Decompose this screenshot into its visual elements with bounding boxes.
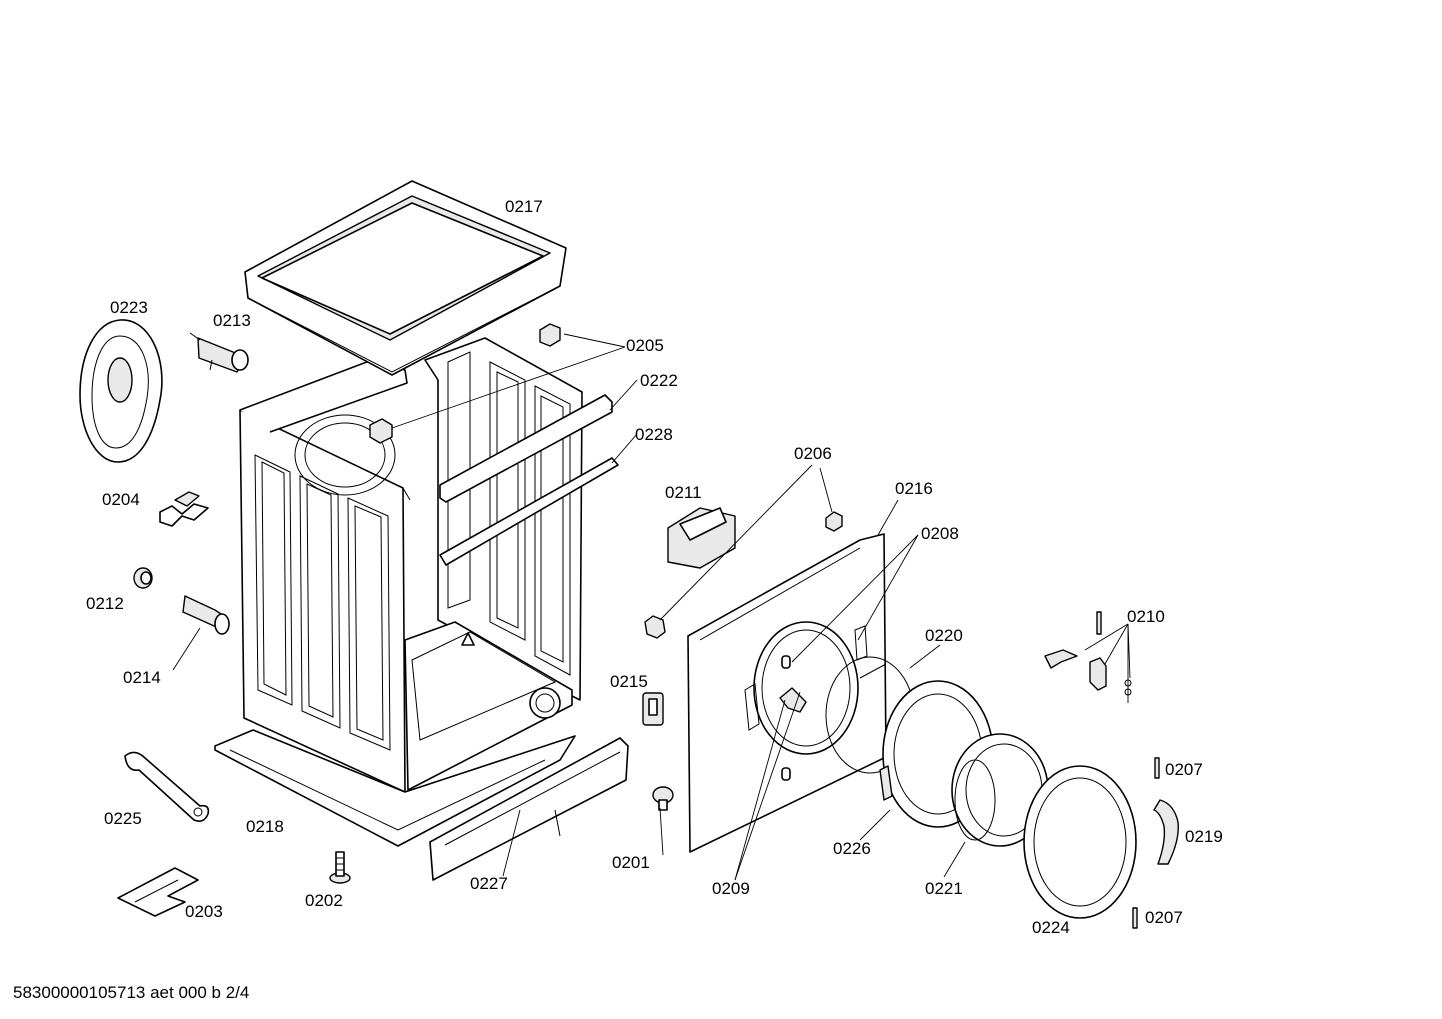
coupling-hose bbox=[189, 332, 249, 373]
label-0212: 0212 bbox=[86, 594, 124, 613]
label-0220: 0220 bbox=[925, 626, 963, 645]
label-0216: 0216 bbox=[895, 479, 933, 498]
label-0201: 0201 bbox=[612, 853, 650, 872]
shim bbox=[117, 867, 199, 917]
plinth-panel bbox=[429, 737, 629, 881]
connector bbox=[182, 595, 230, 635]
label-0207-upper: 0207 bbox=[1165, 760, 1203, 779]
label-0219: 0219 bbox=[1185, 827, 1223, 846]
label-0207-lower: 0207 bbox=[1145, 908, 1183, 927]
foot bbox=[329, 851, 351, 884]
label-0223: 0223 bbox=[110, 298, 148, 317]
fastener bbox=[652, 786, 674, 811]
leader-lines bbox=[172, 333, 1131, 881]
switch-block bbox=[642, 692, 664, 726]
label-0205: 0205 bbox=[626, 336, 664, 355]
label-0204: 0204 bbox=[102, 490, 140, 509]
label-0222: 0222 bbox=[640, 371, 678, 390]
wrench bbox=[124, 751, 210, 822]
label-0203: 0203 bbox=[185, 902, 223, 921]
label-0202: 0202 bbox=[305, 891, 343, 910]
door-lock bbox=[667, 507, 736, 569]
label-0224: 0224 bbox=[1032, 918, 1070, 937]
back-cover bbox=[79, 319, 163, 463]
door-handle bbox=[1153, 799, 1179, 865]
clip-upper bbox=[539, 323, 561, 347]
label-0227: 0227 bbox=[470, 874, 508, 893]
label-0218: 0218 bbox=[246, 817, 284, 836]
label-0225: 0225 bbox=[104, 809, 142, 828]
label-0215: 0215 bbox=[610, 672, 648, 691]
part-labels: 0217 0223 0213 0205 0222 0228 0204 0206 … bbox=[86, 197, 1223, 937]
top-lid bbox=[244, 180, 567, 376]
label-0210: 0210 bbox=[1127, 607, 1165, 626]
document-footer-id: 58300000105713 aet 000 b 2/4 bbox=[13, 983, 249, 1002]
label-0209: 0209 bbox=[712, 879, 750, 898]
clip bbox=[159, 491, 209, 527]
label-0208: 0208 bbox=[921, 524, 959, 543]
label-0226: 0226 bbox=[833, 839, 871, 858]
label-0228: 0228 bbox=[635, 425, 673, 444]
cabinet-housing bbox=[214, 337, 619, 847]
label-0221: 0221 bbox=[925, 879, 963, 898]
label-0211: 0211 bbox=[665, 483, 702, 502]
cap bbox=[133, 567, 153, 589]
pins-0207 bbox=[1132, 757, 1160, 929]
door-outer-ring bbox=[1023, 765, 1137, 919]
label-0213: 0213 bbox=[213, 311, 251, 330]
front-panel bbox=[687, 533, 887, 853]
label-0217: 0217 bbox=[505, 197, 543, 216]
label-0214: 0214 bbox=[123, 668, 161, 687]
label-0206: 0206 bbox=[794, 444, 832, 463]
clip-0206 bbox=[644, 511, 843, 639]
hinge-parts bbox=[1044, 611, 1132, 696]
